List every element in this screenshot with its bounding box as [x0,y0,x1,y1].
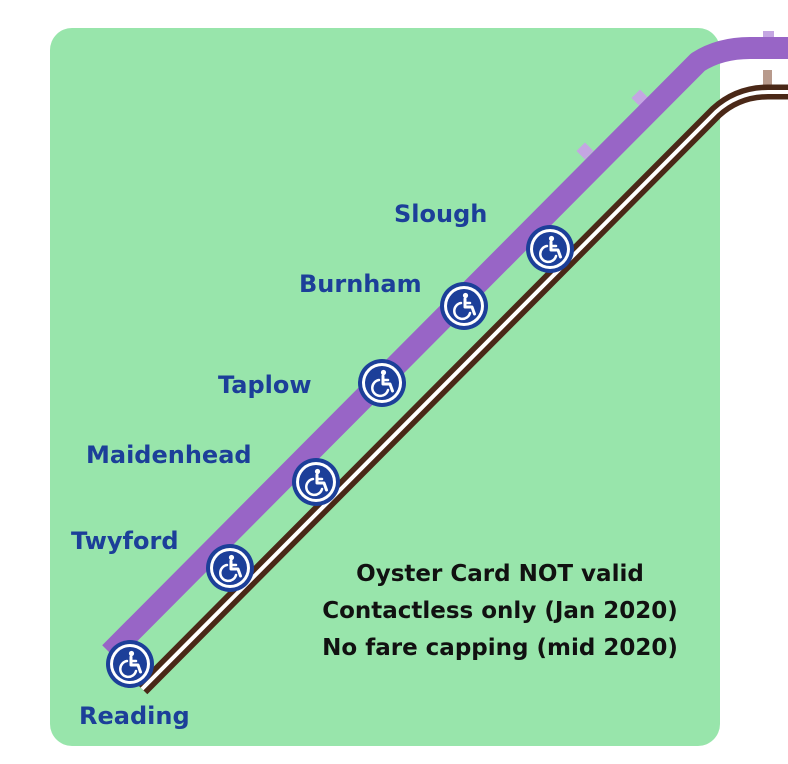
wheelchair-icon [358,359,406,407]
wheelchair-icon [292,458,340,506]
note-contactless: Contactless only (Jan 2020) [322,598,678,624]
station-label-twyford: Twyford [71,527,179,555]
note-oyster: Oyster Card NOT valid [356,561,644,587]
line-tick [763,70,772,87]
station-label-slough: Slough [394,200,488,228]
elizabeth-line [102,37,788,661]
gwr-line-separator [140,90,788,691]
wheelchair-icon [526,225,574,273]
station-label-taplow: Taplow [218,371,312,399]
line-tick [576,142,594,160]
fare-notes: Oyster Card NOT valid Contactless only (… [290,556,710,667]
wheelchair-icon [440,282,488,330]
wheelchair-icon [206,544,254,592]
station-label-burnham: Burnham [299,270,422,298]
wheelchair-icon [106,640,154,688]
note-fare-capping: No fare capping (mid 2020) [322,635,678,661]
station-label-maidenhead: Maidenhead [86,441,252,469]
station-label-reading: Reading [79,702,190,730]
